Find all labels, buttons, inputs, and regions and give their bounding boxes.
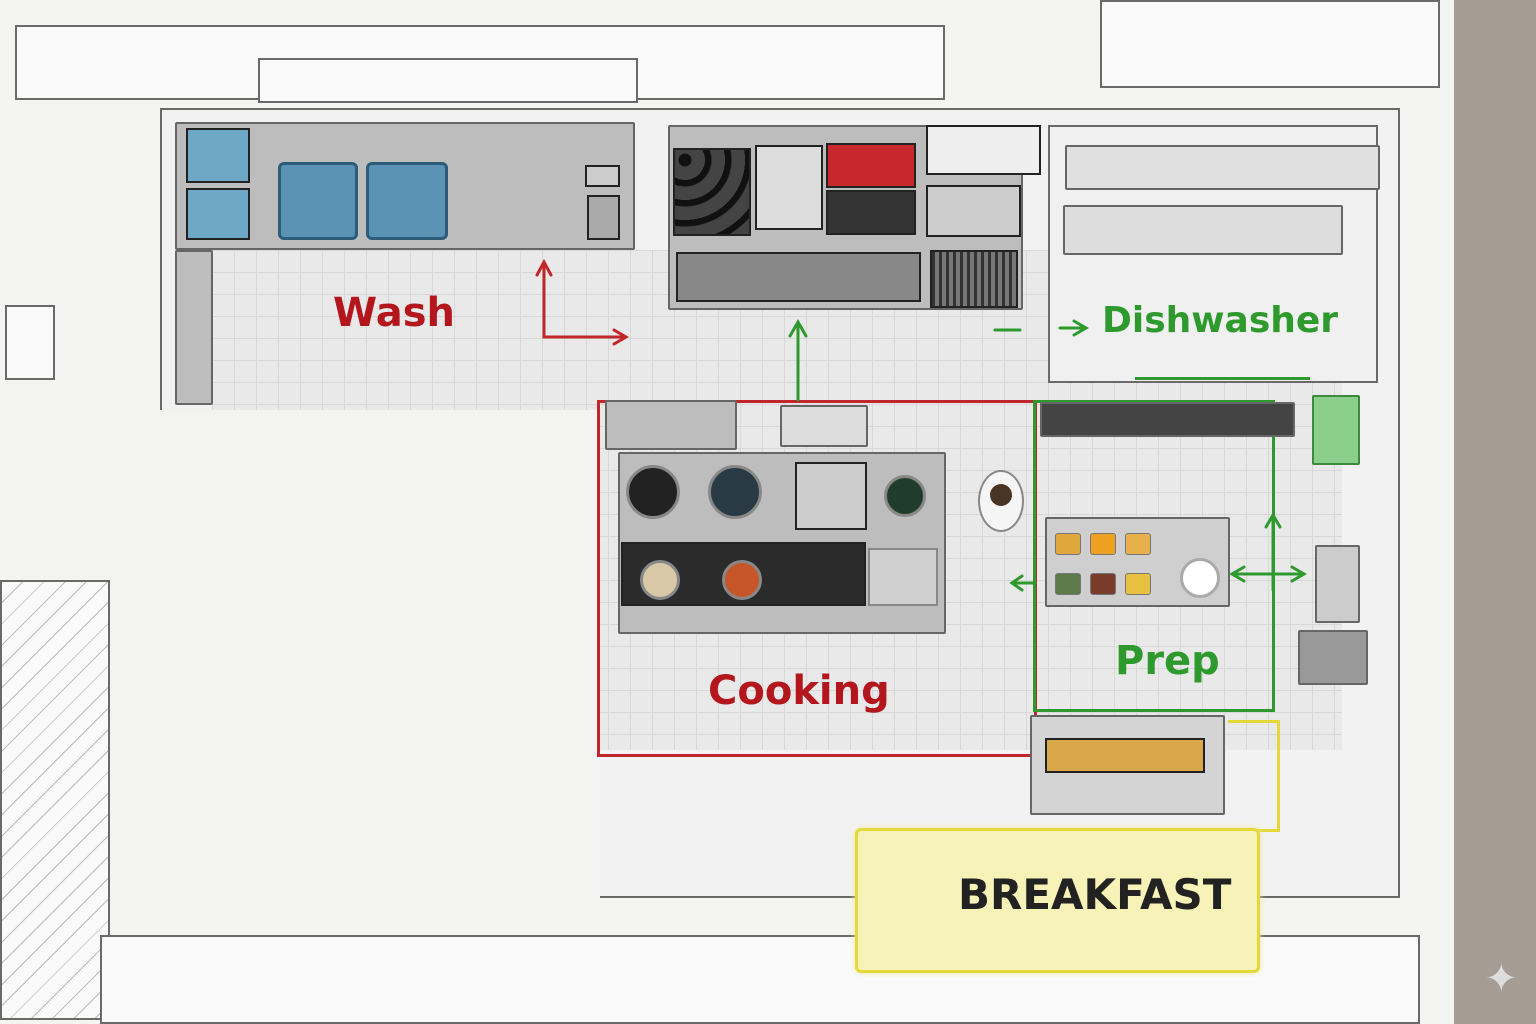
lower-station <box>676 252 921 302</box>
outer-block-top <box>258 58 638 103</box>
dishwasher-label: Dishwasher <box>1102 300 1339 341</box>
burner-3 <box>884 475 926 517</box>
dishwasher-arrow <box>993 319 1089 337</box>
ingredient-shelf <box>1040 402 1295 437</box>
plancha <box>868 548 938 606</box>
fryer <box>605 400 737 450</box>
spice-shelf <box>926 125 1041 175</box>
food-tray <box>1125 573 1151 595</box>
right-appliance <box>1315 545 1360 623</box>
food-tray <box>1055 533 1081 555</box>
prep-tray <box>780 405 868 447</box>
vegetable-pot <box>722 560 762 600</box>
wash-arrow <box>535 258 629 346</box>
control-panel <box>585 165 620 187</box>
oven <box>755 145 823 230</box>
wok-burner-1 <box>626 465 680 519</box>
stock-pot <box>640 560 680 600</box>
dish-rack-1 <box>186 128 250 183</box>
prep-right-arrow <box>1229 565 1307 583</box>
wok-burner-2 <box>708 465 762 519</box>
microwave <box>1298 630 1368 685</box>
bowls <box>926 185 1021 237</box>
prep-left-arrow <box>1009 574 1037 592</box>
chef-figure <box>978 470 1024 532</box>
food-tray <box>1125 533 1151 555</box>
sink-right <box>366 162 448 240</box>
breakfast-label: BREAKFAST <box>958 870 1232 919</box>
plate <box>1180 558 1220 598</box>
sparkle-icon: ✦ <box>1484 956 1518 1002</box>
burner-grid <box>673 148 751 236</box>
breakfast-sign <box>855 828 1260 973</box>
wash-label: Wash <box>333 290 455 336</box>
left-window <box>5 305 55 380</box>
prep-up-arrow <box>1264 512 1282 592</box>
pot-shelf <box>826 190 916 235</box>
griddle <box>795 462 867 530</box>
prep-label: Prep <box>1115 638 1220 684</box>
open-floor <box>110 410 600 930</box>
food-tray <box>1090 573 1116 595</box>
grill-grate <box>930 250 1018 308</box>
control-box <box>587 195 620 240</box>
sink-left <box>278 162 358 240</box>
dishwasher-shelf <box>1065 145 1380 190</box>
prep-zone-top-line <box>1135 377 1310 380</box>
cooking-up-arrow <box>788 318 808 402</box>
food-tray <box>1055 573 1081 595</box>
cooking-label: Cooking <box>708 668 890 714</box>
side-panel <box>1454 0 1536 1024</box>
left-building <box>0 580 110 1020</box>
food-tray <box>1090 533 1116 555</box>
green-fridge <box>1312 395 1360 465</box>
dish-rack-2 <box>186 188 250 240</box>
dishwasher-counter <box>1063 205 1343 255</box>
outer-block-topright <box>1100 0 1440 88</box>
breakfast-display <box>1045 738 1205 773</box>
wash-side-counter <box>175 250 213 405</box>
red-cooler <box>826 143 916 188</box>
